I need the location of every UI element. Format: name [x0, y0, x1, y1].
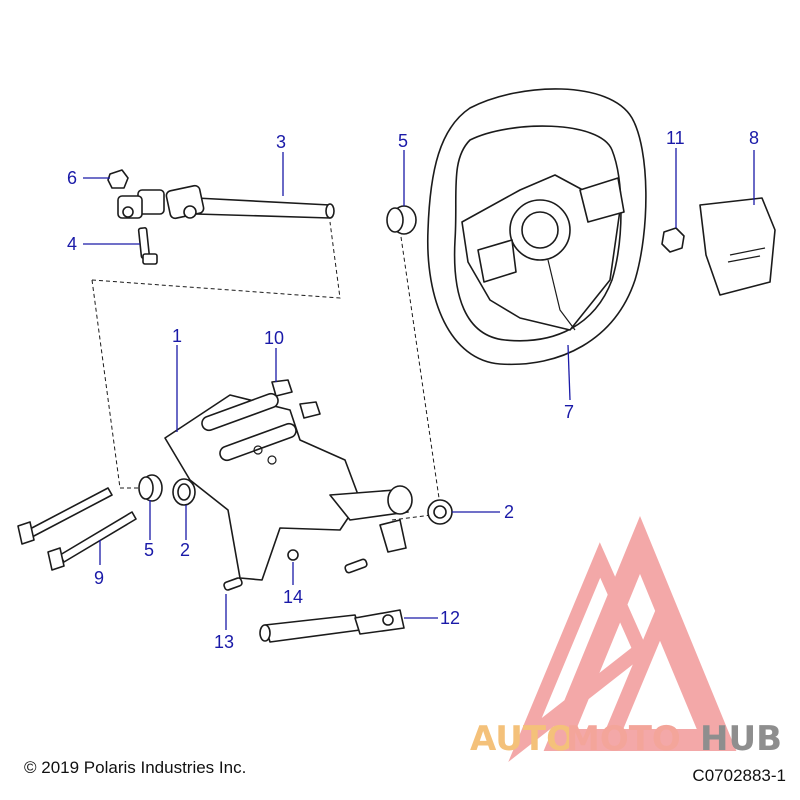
callout-8: 8 — [749, 128, 759, 148]
grommet-10 — [271, 379, 321, 419]
cover-8 — [699, 197, 776, 296]
nut-14 — [287, 549, 368, 574]
callout-9: 9 — [94, 568, 104, 588]
callout-10: 10 — [264, 328, 284, 348]
callout-2-lower: 2 — [180, 540, 190, 560]
watermark-hub: HUB — [700, 719, 782, 759]
callout-5-lower: 5 — [144, 540, 154, 560]
nut-6 — [107, 169, 129, 189]
callout-5-top: 5 — [398, 131, 408, 151]
watermark-moto: MOTO — [566, 719, 681, 759]
callout-14: 14 — [283, 587, 303, 607]
callout-6: 6 — [67, 168, 77, 188]
steering-wheel — [426, 88, 647, 366]
callout-4: 4 — [67, 234, 77, 254]
bolt-4 — [137, 227, 158, 265]
watermark-logo — [508, 516, 737, 762]
nut-11 — [661, 227, 685, 253]
bolts-9 — [17, 487, 137, 571]
watermark-auto: AUTO — [470, 719, 575, 759]
callout-1: 1 — [172, 326, 182, 346]
figure-id: C0702883-1 — [692, 766, 786, 785]
callout-3: 3 — [276, 132, 286, 152]
callout-11: 11 — [666, 128, 685, 148]
leader-lines — [83, 148, 755, 630]
watermark-text: AUTO MOTO HUB — [470, 719, 782, 759]
copyright-notice: © 2019 Polaris Industries Inc. — [24, 758, 247, 777]
callout-2-right: 2 — [504, 502, 514, 522]
callout-7: 7 — [564, 402, 574, 422]
bearing-2-right — [427, 499, 453, 525]
bearing-2-lower — [172, 478, 196, 506]
screw-13 — [223, 577, 243, 591]
gas-strut-12 — [259, 609, 405, 643]
callout-12: 12 — [440, 608, 460, 628]
callouts: 3 6 4 5 11 8 7 1 10 5 2 2 9 14 13 12 — [67, 128, 759, 652]
callout-13: 13 — [214, 632, 234, 652]
bushing-5-lower — [138, 474, 163, 502]
column-bracket — [164, 392, 413, 581]
bushing-5-top — [386, 205, 417, 235]
steering-shaft — [117, 184, 335, 220]
